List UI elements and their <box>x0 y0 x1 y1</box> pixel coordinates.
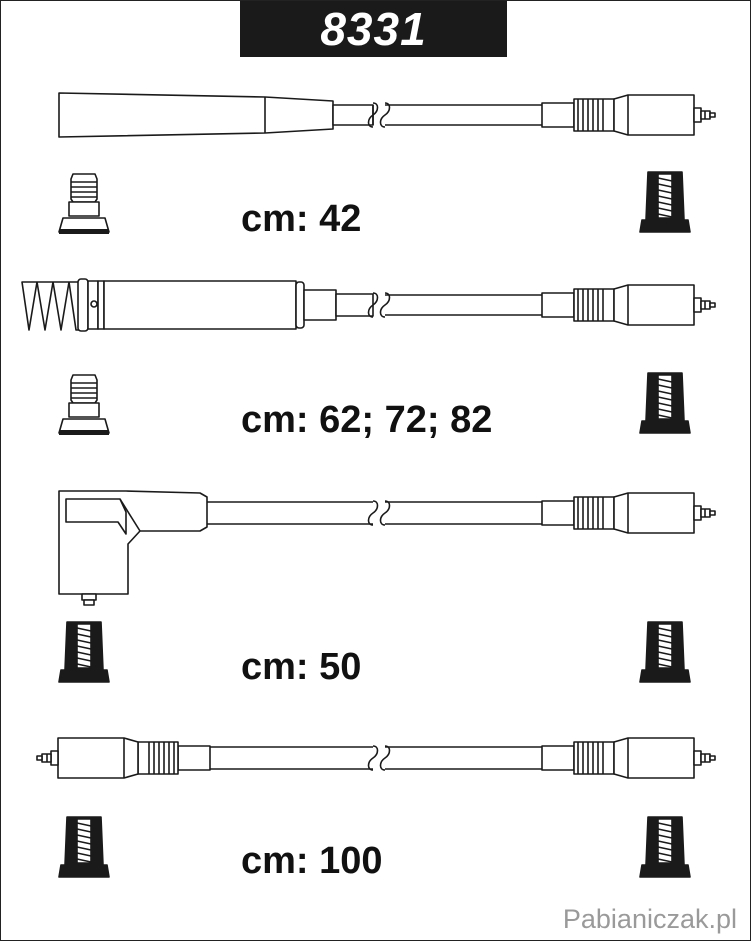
cable-1-straight-spark-plug-boot <box>58 92 334 138</box>
cable-1-right-socket-terminal <box>639 171 691 233</box>
cable-1-length-label: cm: 42 <box>241 198 362 240</box>
cable-3-wire <box>207 501 542 525</box>
cable-2-tube-boot <box>103 280 297 330</box>
cable-3-length-label: cm: 50 <box>241 646 362 688</box>
cable-1 <box>58 92 716 138</box>
cable-2-length-label: cm: 62; 72; 82 <box>241 399 493 441</box>
part-number-banner: 8331 <box>240 1 507 57</box>
cable-4-right-coil-boot <box>541 737 716 779</box>
cable-2 <box>21 278 716 332</box>
part-number: 8331 <box>320 3 427 55</box>
cable-2-wire <box>385 294 542 316</box>
cable-2-left-plug-terminal <box>58 374 110 436</box>
cable-2-right-socket-terminal <box>639 372 691 434</box>
cable-1-coil-boot <box>541 94 716 136</box>
cable-1-wire <box>372 104 542 126</box>
cable-3-angled-spark-plug-boot <box>58 490 208 595</box>
cable-2-spring-clip-icon <box>21 281 80 331</box>
cable-4-length-label: cm: 100 <box>241 840 383 882</box>
watermark: Pabianiczak.pl <box>562 904 737 934</box>
cable-4-left-coil-boot <box>36 737 211 779</box>
cable-3-coil-boot <box>541 492 716 534</box>
cable-3-right-socket-terminal <box>639 621 691 683</box>
cable-4-wire <box>210 746 542 770</box>
cable-4-left-socket-terminal <box>58 816 110 878</box>
cable-3-left-socket-terminal <box>58 621 110 683</box>
cable-1-left-plug-terminal <box>58 173 110 235</box>
cable-4 <box>36 737 716 779</box>
cable-4-right-socket-terminal <box>639 816 691 878</box>
cable-2-coil-boot <box>541 284 716 326</box>
cable-3 <box>58 490 716 606</box>
